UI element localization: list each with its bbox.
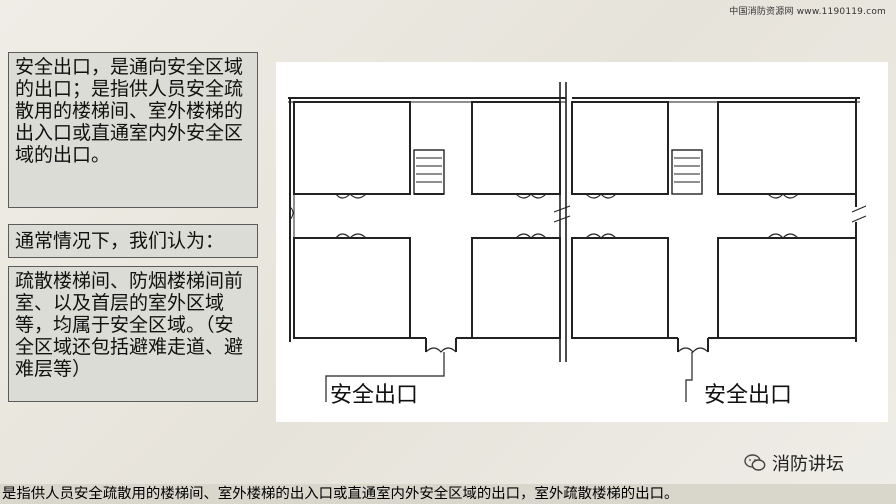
exit-label-left: 安全出口 [330,383,418,408]
examples-textbox: 疏散楼梯间、防烟楼梯间前室、以及首层的室外区域等，均属于安全区域。（安全区域还包… [8,266,258,402]
caption-text: 是指供人员安全疏散用的楼梯间、室外楼梯的出入口或直通室内外安全区域的出口，室外疏… [2,486,679,502]
intro-textbox: 通常情况下，我们认为： [8,224,258,258]
site-watermark: 中国消防资源网 www.1190119.com [729,7,886,17]
exit-label-right: 安全出口 [704,383,792,408]
wechat-icon [744,454,766,471]
floor-plan: 安全出口 安全出口 [276,62,888,422]
brand-badge: 消防讲坛 [744,450,844,476]
definition-textbox: 安全出口，是通向安全区域的出口；是指供人员安全疏散用的楼梯间、室外楼梯的出入口或… [8,52,258,208]
brand-name: 消防讲坛 [772,454,844,475]
caption-bar [0,484,896,504]
